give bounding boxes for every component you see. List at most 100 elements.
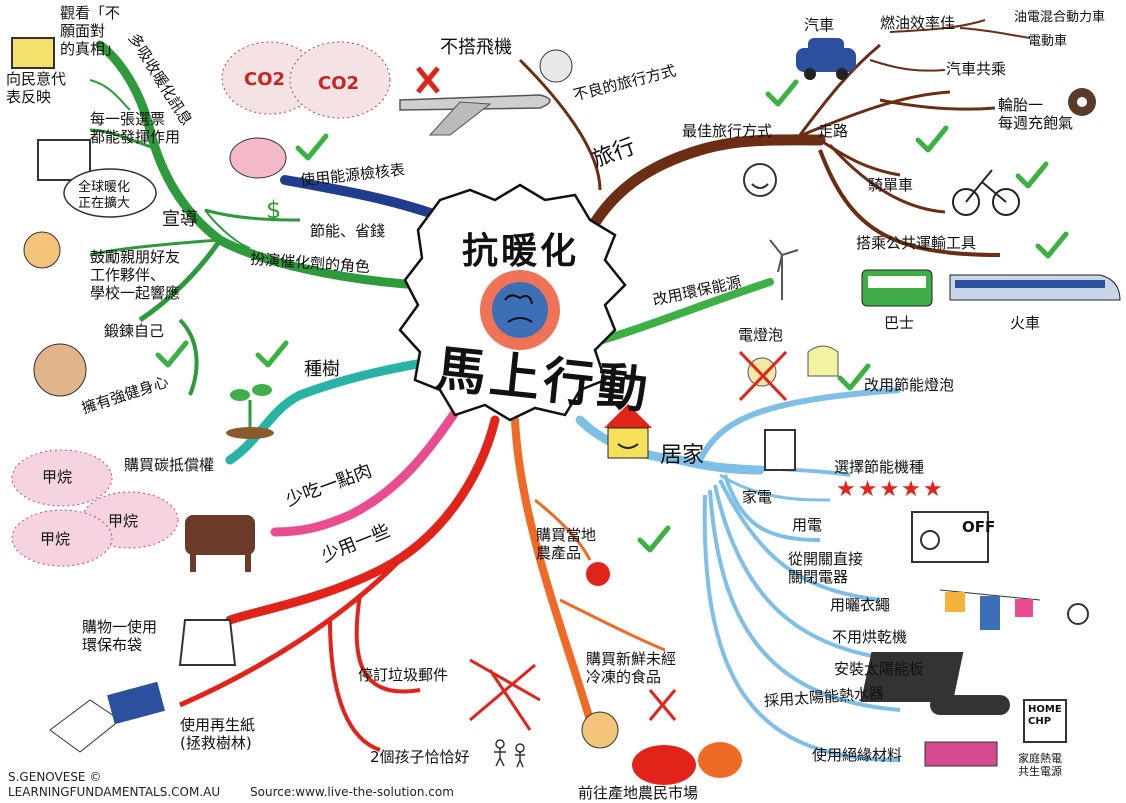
kids-icon — [494, 739, 525, 768]
insulation-label: 使用絕緣材料 — [812, 746, 903, 764]
piggy-bank-icon — [229, 137, 287, 179]
plane-icon — [399, 94, 551, 136]
co2-label: CO2 — [244, 69, 286, 90]
local-produce-label: 購買當地 農產品 — [536, 526, 597, 562]
rep-label: 向民意代 表反映 — [6, 70, 67, 106]
incandescent-bulb-icon — [747, 357, 777, 387]
hybrid-label: 油電混合動力車 — [1014, 10, 1106, 25]
check-icon — [1035, 231, 1069, 259]
smiley-icon — [743, 163, 777, 197]
sun-icon — [1067, 603, 1089, 625]
strongman-figure — [33, 343, 87, 397]
fridge-icon — [764, 429, 796, 471]
speech-bubble — [63, 168, 157, 218]
branch-advocacy — [95, 40, 425, 290]
farmers-market-label: 前往產地農民市場 — [578, 784, 699, 802]
recycled-paper-label: 使用再生紙 (拯救樹林) — [180, 716, 256, 752]
train-label: 火車 — [1010, 314, 1041, 332]
walk-label: 走路 — [818, 122, 849, 140]
bag-label: 購物一使用 環保布袋 — [82, 618, 158, 654]
tyre-label: 輪胎一 每週充飽氣 — [998, 96, 1074, 132]
vote-label: 每一張選票 都能發揮作用 — [90, 110, 181, 146]
seedling-icon — [226, 384, 274, 439]
incandescent-label: 電燈泡 — [738, 326, 784, 344]
branch-home — [575, 415, 765, 475]
power-label: 用電 — [792, 516, 823, 534]
branch-travel — [579, 134, 826, 246]
transit-label: 搭乘公共運輸工具 — [856, 234, 977, 252]
sad-face-icon — [539, 49, 573, 83]
choose-efficient-label: 選擇節能機種 — [834, 458, 925, 476]
farmer-icon — [581, 711, 619, 749]
best-travel-label: 最佳旅行方式 — [682, 122, 773, 140]
methane-clouds — [11, 449, 179, 567]
offsets-label: 購買碳抵償權 — [124, 456, 215, 474]
windmill-icon — [769, 239, 799, 300]
cfl-label: 改用節能燈泡 — [864, 376, 955, 394]
home-label: 居家 — [660, 443, 705, 468]
source-credit: Source:www.live-the-solution.com — [250, 785, 454, 799]
branch-food — [511, 416, 594, 724]
cow-icon — [185, 515, 255, 572]
insulation-icon — [924, 741, 998, 767]
documentary-label: 觀看「不 願面對 的真相」 — [60, 4, 121, 58]
check-icon — [837, 363, 871, 391]
star-rating: ★★★★★ — [836, 477, 945, 502]
check-icon — [295, 133, 329, 161]
tv-icon — [11, 37, 55, 69]
bicycle-icon — [952, 169, 1020, 216]
carpool-label: 汽車共乘 — [946, 60, 1007, 78]
speech-bubble-text: 全球暖化 正在擴大 — [78, 180, 131, 211]
check-icon — [637, 525, 671, 553]
clothesline-icon — [939, 589, 1041, 630]
off-label: OFF — [962, 518, 996, 536]
check-icon — [915, 125, 949, 153]
co2-clouds — [221, 41, 391, 119]
methane-label: 甲烷 — [108, 512, 139, 530]
switch-off-label: 從開關直接 關閉電器 — [788, 550, 864, 586]
junk-mail-label: 停訂垃圾郵件 — [358, 666, 449, 684]
fitness-label: 鍛鍊自己 — [104, 322, 165, 340]
tote-bag-icon — [178, 619, 237, 666]
site-credit: LEARNINGFUNDAMENTALS.COM.AU — [8, 785, 221, 799]
check-icon — [765, 79, 799, 107]
car-icon — [796, 38, 856, 80]
paper-icon — [49, 699, 121, 753]
save-money-label: 節能、省錢 — [310, 222, 386, 240]
train-icon — [949, 274, 1121, 301]
cfl-bulb-icon — [807, 345, 839, 377]
chp-label: 家庭熱電 共生電源 — [1018, 752, 1062, 778]
branch-use-less — [225, 415, 500, 625]
bike-label: 騎單車 — [868, 176, 914, 194]
check-icon — [1015, 161, 1049, 189]
trees-label: 種樹 — [304, 359, 340, 380]
solar-panel-label: 安裝太陽能板 — [834, 660, 925, 678]
junk-mail-cross — [469, 658, 541, 731]
no-fly-label: 不搭飛機 — [440, 37, 512, 58]
fuel-efficiency-label: 燃油效率佳 — [880, 14, 956, 32]
check-icon — [155, 340, 189, 368]
author-credit: S.GENOVESE © — [8, 770, 102, 784]
book-icon — [107, 681, 165, 725]
house-icon — [604, 404, 652, 459]
check-icon — [255, 340, 289, 368]
electric-label: 電動車 — [1028, 34, 1068, 49]
fresh-food-label: 購買新鮮未經 冷凍的食品 — [586, 650, 677, 686]
methane-label: 甲烷 — [40, 530, 71, 548]
ballot-box-icon — [37, 139, 91, 181]
tomato-basket-icon — [632, 745, 696, 785]
solar-panel-icon — [860, 652, 964, 702]
branch-meat — [270, 400, 465, 537]
fruit-icon — [586, 562, 610, 586]
bus-label: 巴士 — [884, 314, 915, 332]
two-kids-label: 2個孩子恰恰好 — [370, 748, 470, 766]
woman-figure — [23, 231, 61, 269]
car-label: 汽車 — [804, 16, 835, 34]
methane-label: 甲烷 — [42, 468, 73, 486]
no-dryer-label: 不用烘乾機 — [832, 628, 908, 646]
no-fly-cross — [416, 66, 440, 94]
appliances-label: 家電 — [742, 488, 773, 506]
chp-box-label: HOME CHP — [1028, 704, 1062, 727]
